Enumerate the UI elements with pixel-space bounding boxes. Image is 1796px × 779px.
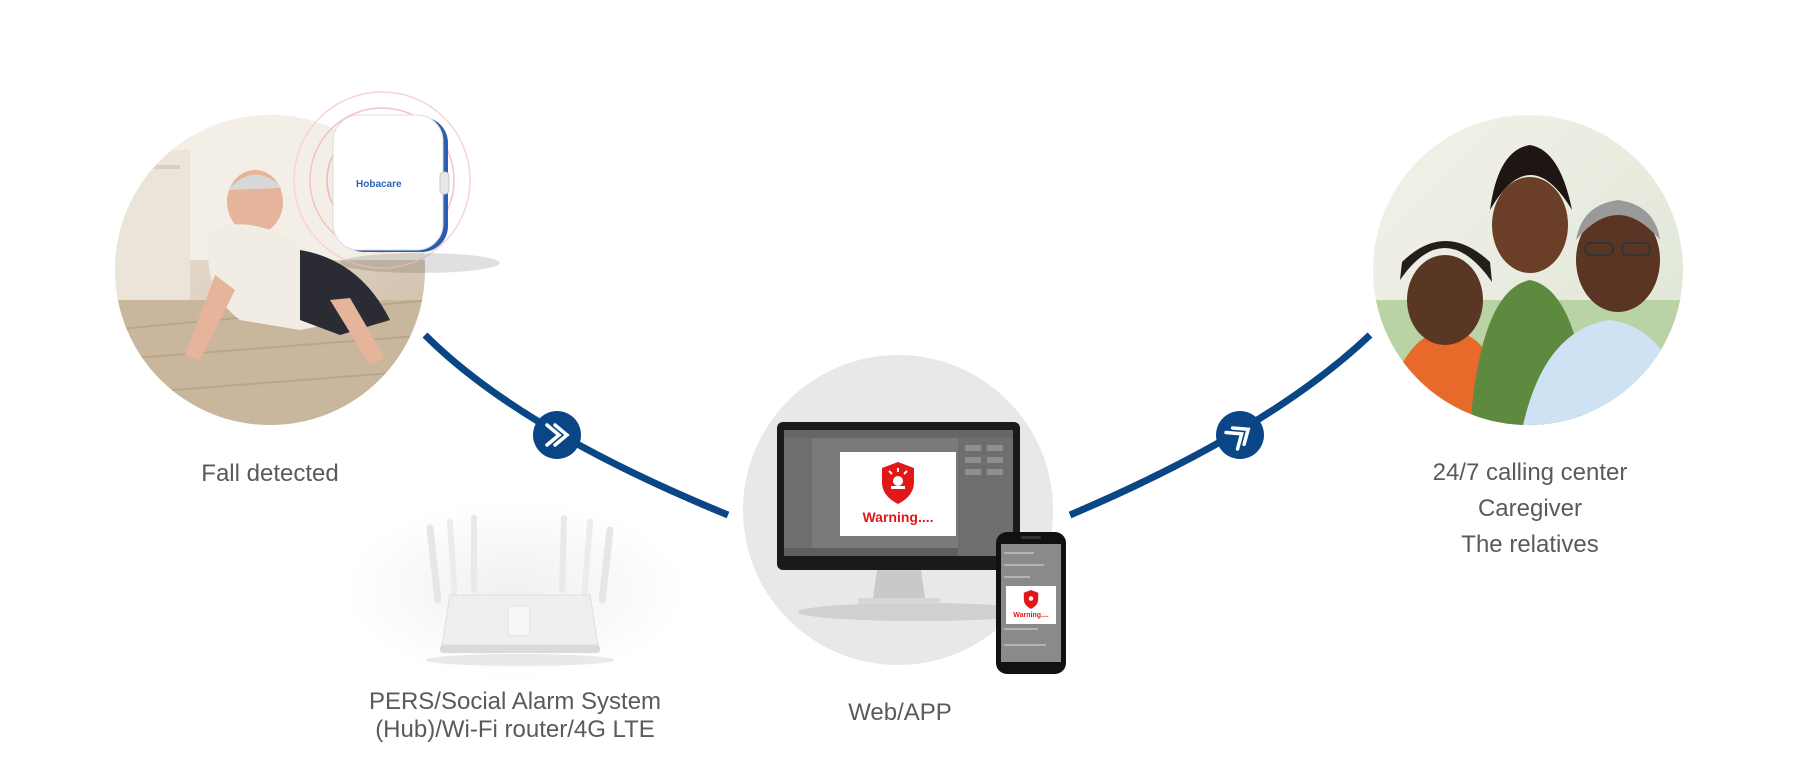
family-photo (1373, 115, 1683, 425)
arrow-forward-icon (533, 411, 581, 459)
center-label-line1: 24/7 calling center (1432, 459, 1628, 486)
alarm-shield-icon (1023, 590, 1039, 609)
router-image (345, 500, 685, 680)
monitor-warning-text: Warning.... (862, 509, 933, 525)
web-app-label: Web/APP (848, 699, 952, 726)
calling-center-label: 24/7 calling center Caregiver The relati… (1390, 455, 1670, 563)
fall-detected-label: Fall detected (201, 460, 339, 487)
arrow-forward-icon (1216, 411, 1264, 459)
web-app-illustration: Warning.... Warning.... (743, 355, 1066, 674)
hub-label-line1: PERS/Social Alarm System (368, 688, 662, 715)
center-label-line2: Caregiver (1477, 495, 1583, 522)
phone-warning-text: Warning.... (1013, 612, 1049, 619)
hub-label: PERS/Social Alarm System (Hub)/Wi-Fi rou… (330, 688, 700, 744)
center-label-line3: The relatives (1461, 531, 1599, 558)
alarm-shield-icon (882, 462, 914, 504)
fall-detector-device: Hobacare (293, 91, 500, 273)
device-brand-label: Hobacare (356, 179, 402, 190)
hub-label-line2: (Hub)/Wi-Fi router/4G LTE (375, 716, 655, 743)
